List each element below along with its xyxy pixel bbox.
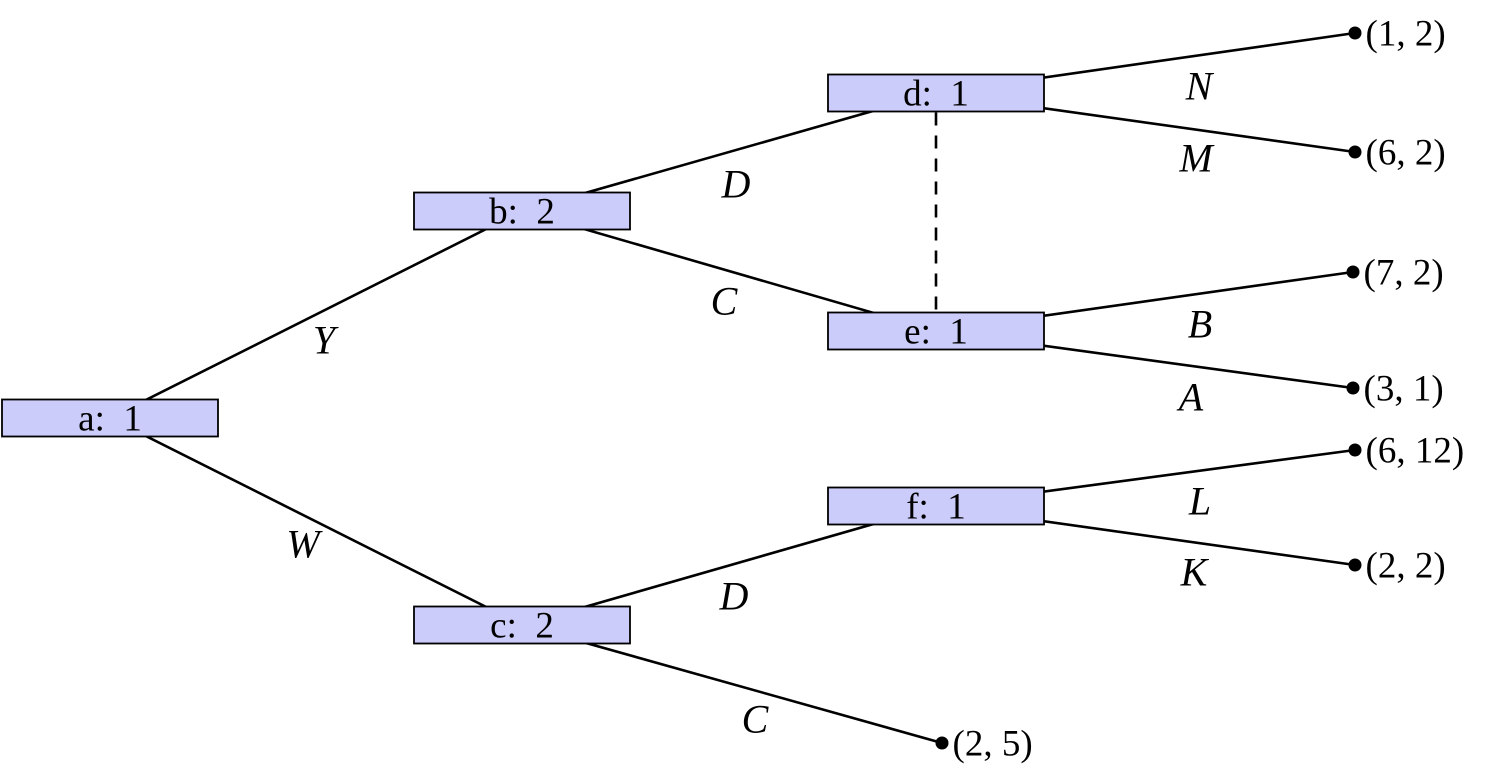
- edge-label-d-c-f: D: [719, 574, 749, 619]
- decision-node-f: [827, 486, 1045, 526]
- leaf-payoff-t2: (6, 2): [1366, 133, 1446, 174]
- leaf-payoff-t4: (3, 1): [1364, 369, 1444, 410]
- leaf-dot-t5: [1348, 443, 1362, 457]
- leaf-dot-t6: [1348, 558, 1362, 572]
- edge-label-m-d-t2: M: [1178, 136, 1215, 181]
- edge-label-d-b-d: D: [721, 162, 751, 207]
- decision-node-label-b: b: 2: [489, 192, 555, 233]
- leaf-dot-t3: [1346, 265, 1360, 279]
- decision-node-a: [1, 398, 219, 438]
- decision-node-d: [827, 73, 1045, 113]
- leaf-dot-t4: [1346, 381, 1360, 395]
- edge-a-b: [109, 209, 523, 420]
- decision-node-b: [413, 191, 631, 231]
- decision-node-label-e: e: 1: [904, 312, 968, 353]
- edge-a-c: [109, 416, 523, 627]
- edge-label-l-f-t5: L: [1188, 479, 1211, 524]
- leaf-payoff-t6: (2, 2): [1366, 546, 1446, 587]
- edge-label-w-a-c: W: [286, 522, 323, 567]
- decision-node-c: [413, 605, 631, 645]
- edge-b-e: [521, 209, 937, 333]
- leaf-payoff-t1: (1, 2): [1366, 14, 1446, 55]
- leaf-dot-t7: [935, 736, 949, 750]
- edge-label-y-a-b: Y: [313, 318, 339, 363]
- edge-label-a-e-t4: A: [1176, 375, 1204, 420]
- decision-node-label-f: f: 1: [906, 487, 966, 528]
- edge-label-c-c-t7: C: [742, 697, 770, 742]
- leaf-dot-t2: [1348, 145, 1362, 159]
- leaf-payoff-t5: (6, 12): [1366, 431, 1465, 472]
- decision-node-e: [827, 311, 1045, 351]
- decision-node-label-d: d: 1: [903, 74, 969, 115]
- edge-b-d: [521, 91, 937, 213]
- edge-label-b-e-t3: B: [1188, 302, 1212, 347]
- leaf-payoff-t3: (7, 2): [1364, 253, 1444, 294]
- edge-label-c-b-e: C: [711, 279, 739, 324]
- decision-node-label-a: a: 1: [78, 399, 142, 440]
- leaf-payoff-t7: (2, 5): [953, 724, 1033, 765]
- edge-label-n-d-t1: N: [1185, 64, 1215, 109]
- decision-node-label-c: c: 2: [490, 606, 554, 647]
- leaf-dot-t1: [1348, 26, 1362, 40]
- edge-c-f: [521, 504, 937, 627]
- edge-label-k-f-t6: K: [1180, 550, 1210, 595]
- edge-c-t7: [521, 623, 943, 745]
